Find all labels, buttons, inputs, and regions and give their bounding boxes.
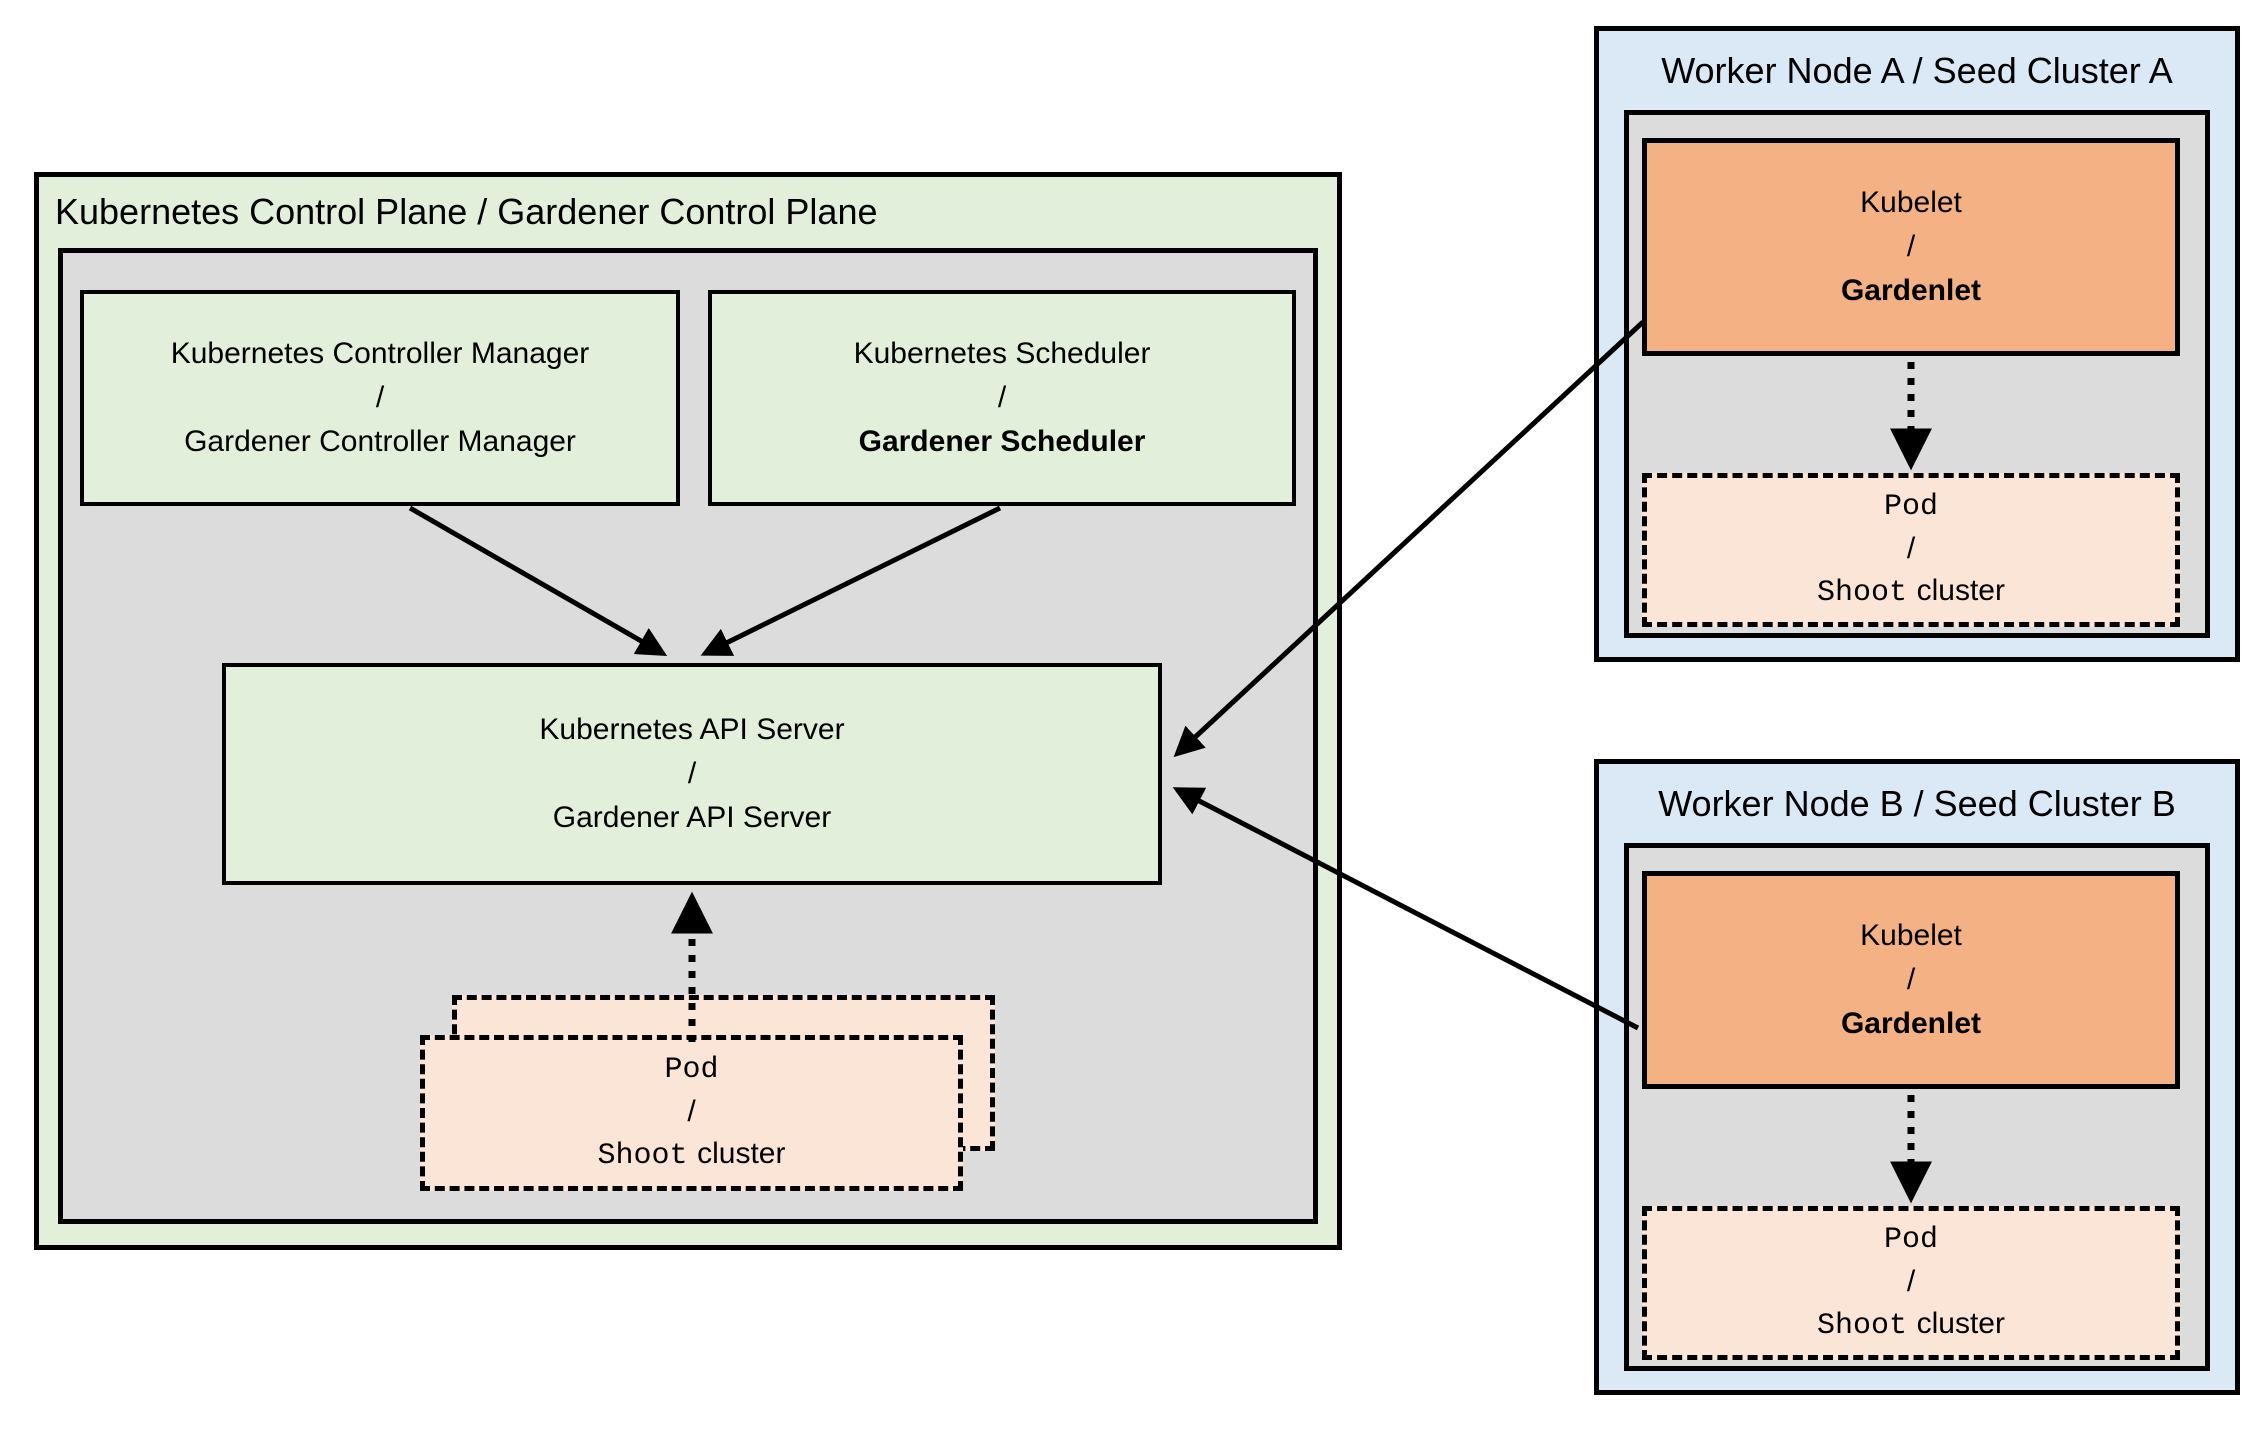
worker-node-a-title: Worker Node A / Seed Cluster A xyxy=(1661,50,2173,91)
pod-b-separator: / xyxy=(1906,1265,1916,1298)
api-server-box: Kubernetes API Server / Gardener API Ser… xyxy=(222,663,1162,885)
shoot-word: Shoot xyxy=(597,1139,688,1173)
shoot-b-word: Shoot xyxy=(1817,1309,1908,1343)
kubelet-a-label: Kubelet / Gardenlet xyxy=(1647,143,2175,351)
pod-a-line1: Pod xyxy=(1883,490,1938,524)
controller-manager-line1: Kubernetes Controller Manager xyxy=(170,337,590,370)
controller-manager-label: Kubernetes Controller Manager / Gardener… xyxy=(84,294,676,502)
api-server-separator: / xyxy=(687,757,697,790)
pod-separator: / xyxy=(687,1095,696,1128)
kubelet-b-line1: Kubelet xyxy=(1860,919,1962,952)
control-plane-pod-box-front: Pod / Shoot cluster xyxy=(420,1035,963,1191)
api-server-label: Kubernetes API Server / Gardener API Ser… xyxy=(226,667,1158,881)
scheduler-line2: Gardener Scheduler xyxy=(858,425,1146,458)
api-server-line1: Kubernetes API Server xyxy=(539,713,845,746)
pod-line2: Shoot cluster xyxy=(598,1133,786,1177)
cluster-a-word: cluster xyxy=(1916,574,2005,607)
controller-manager-box: Kubernetes Controller Manager / Gardener… xyxy=(80,290,680,506)
kubelet-a-box: Kubelet / Gardenlet xyxy=(1642,138,2180,356)
cluster-word: cluster xyxy=(697,1137,786,1170)
scheduler-label: Kubernetes Scheduler / Gardener Schedule… xyxy=(712,294,1292,502)
pod-a-separator: / xyxy=(1906,532,1916,565)
kubelet-a-separator: / xyxy=(1906,230,1916,263)
worker-node-b-title: Worker Node B / Seed Cluster B xyxy=(1658,783,2176,824)
control-plane-title: Kubernetes Control Plane / Gardener Cont… xyxy=(55,191,878,232)
scheduler-separator: / xyxy=(997,381,1007,414)
controller-manager-separator: / xyxy=(375,381,385,414)
kubelet-b-separator: / xyxy=(1906,963,1916,996)
kubelet-b-label: Kubelet / Gardenlet xyxy=(1647,876,2175,1084)
api-server-line2: Gardener API Server xyxy=(552,801,832,834)
control-plane-pod-label: Pod / Shoot cluster xyxy=(425,1040,958,1186)
pod-line1: Pod xyxy=(664,1053,719,1087)
controller-manager-line2: Gardener Controller Manager xyxy=(184,425,576,458)
kubelet-b-box: Kubelet / Gardenlet xyxy=(1642,871,2180,1089)
pod-b-line1: Pod xyxy=(1883,1223,1938,1257)
scheduler-line1: Kubernetes Scheduler xyxy=(853,337,1151,370)
kubelet-a-line2: Gardenlet xyxy=(1840,274,1982,307)
scheduler-box: Kubernetes Scheduler / Gardener Schedule… xyxy=(708,290,1296,506)
cluster-b-word: cluster xyxy=(1916,1307,2005,1340)
shoot-a-word: Shoot xyxy=(1817,576,1908,610)
kubelet-a-line1: Kubelet xyxy=(1860,186,1962,219)
kubelet-b-line2: Gardenlet xyxy=(1840,1007,1982,1040)
